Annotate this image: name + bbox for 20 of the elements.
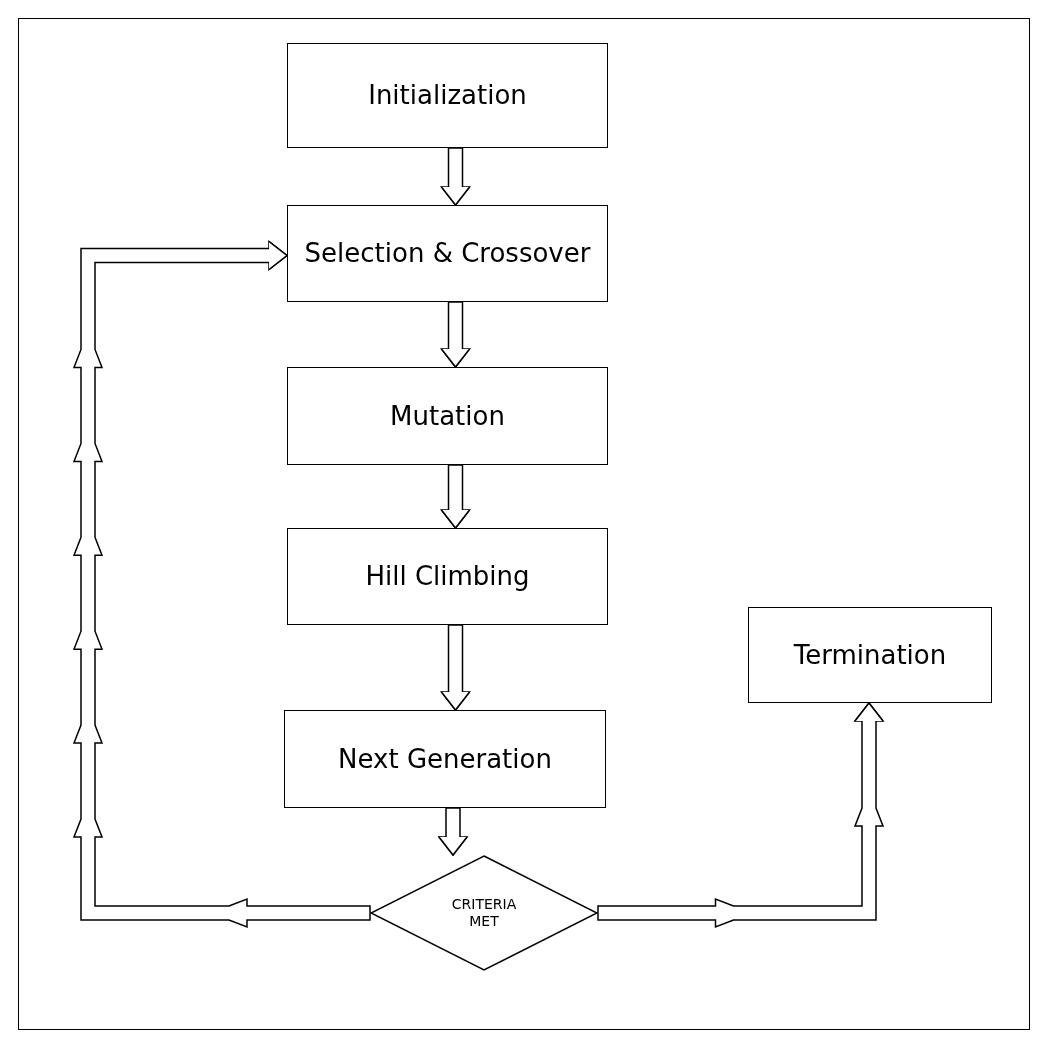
step-label: Next Generation (338, 742, 552, 776)
step-label: Initialization (368, 79, 527, 112)
process-box (284, 710, 606, 808)
block-arrow (439, 464, 472, 530)
step-label: Hill Climbing (365, 560, 530, 593)
process-box (287, 43, 608, 148)
process-box (287, 528, 608, 625)
process-box (748, 607, 992, 703)
step-label: Termination (793, 638, 947, 672)
process-box (287, 205, 608, 302)
step-label: Mutation (390, 399, 505, 433)
block-arrow (439, 624, 472, 712)
step-label: Selection & Crossover (304, 237, 591, 270)
decision-label: CRITERIA MET (450, 895, 518, 931)
block-arrow (439, 301, 472, 369)
block-arrow (437, 807, 469, 857)
block-arrow (72, 239, 371, 929)
process-box (287, 367, 608, 465)
block-arrow (597, 701, 885, 929)
block-arrow (439, 147, 472, 207)
